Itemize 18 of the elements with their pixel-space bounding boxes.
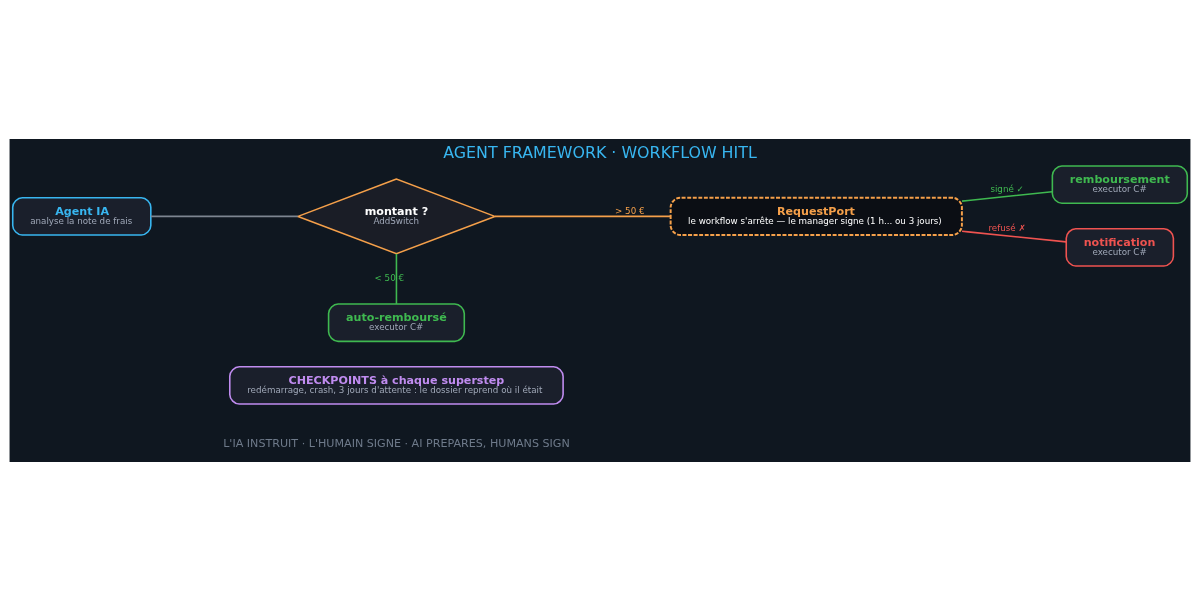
- node-box: Agent IA analyse la note de frais: [11, 196, 152, 236]
- edge-label: refusé ✗: [988, 222, 1026, 233]
- connector: [150, 215, 299, 217]
- edge-label: < 50 €: [374, 272, 405, 283]
- connector: [494, 215, 672, 217]
- edge-label: signé ✓: [990, 183, 1024, 194]
- caption: L'IA INSTRUIT · L'HUMAIN SIGNE · AI PREPARES, HUMANS SIGN: [223, 436, 570, 450]
- node-box: remboursement executor C#: [1051, 164, 1189, 204]
- connector: [961, 229, 1067, 243]
- node-diamond: montant ? AddSwitch: [295, 177, 498, 255]
- connector: [395, 252, 398, 305]
- node-box: RequestPort le workflow s'arrête — le manager signe (1 h... ou 3 jours): [669, 196, 963, 236]
- node-box: auto-remboursé executor C#: [327, 302, 466, 342]
- diagram-title: AGENT FRAMEWORK · WORKFLOW HITL: [443, 142, 757, 162]
- edge-label: > 50 €: [615, 205, 645, 216]
- node-box: notification executor C#: [1065, 227, 1175, 267]
- connector: [961, 190, 1053, 202]
- node-box: CHECKPOINTS à chaque superstep redémarrage, crash, 3 jours d'attente : le dossier reprend où il était: [229, 365, 564, 405]
